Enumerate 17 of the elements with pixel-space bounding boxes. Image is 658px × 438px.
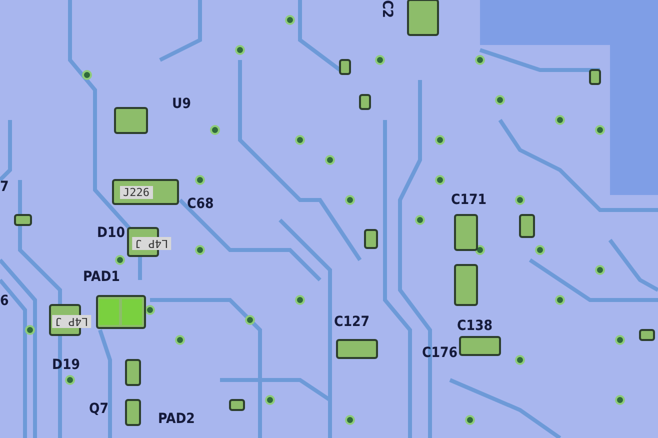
component-marking: J226 <box>120 186 152 199</box>
component-marking: L4P J <box>132 237 172 250</box>
silkscreen-label: C2 <box>380 0 394 18</box>
component-marking: L4P J <box>52 315 92 328</box>
silkscreen-label: C68 <box>187 197 214 211</box>
silkscreen-label: C176 <box>422 346 458 360</box>
silkscreen-label: C138 <box>457 319 493 333</box>
silkscreen-label: U9 <box>172 97 191 111</box>
silkscreen-label: D10 <box>97 226 125 240</box>
silkscreen-label: C127 <box>334 315 370 329</box>
silkscreen-label: 7 <box>0 180 9 194</box>
silkscreen-label: 6 <box>0 294 9 308</box>
silkscreen-label: Q7 <box>89 402 108 416</box>
silkscreen-label: C171 <box>451 193 487 207</box>
silkscreen-label: PAD2 <box>158 412 195 426</box>
silkscreen-label: D19 <box>52 358 80 372</box>
silkscreen-label: PAD1 <box>83 270 120 284</box>
